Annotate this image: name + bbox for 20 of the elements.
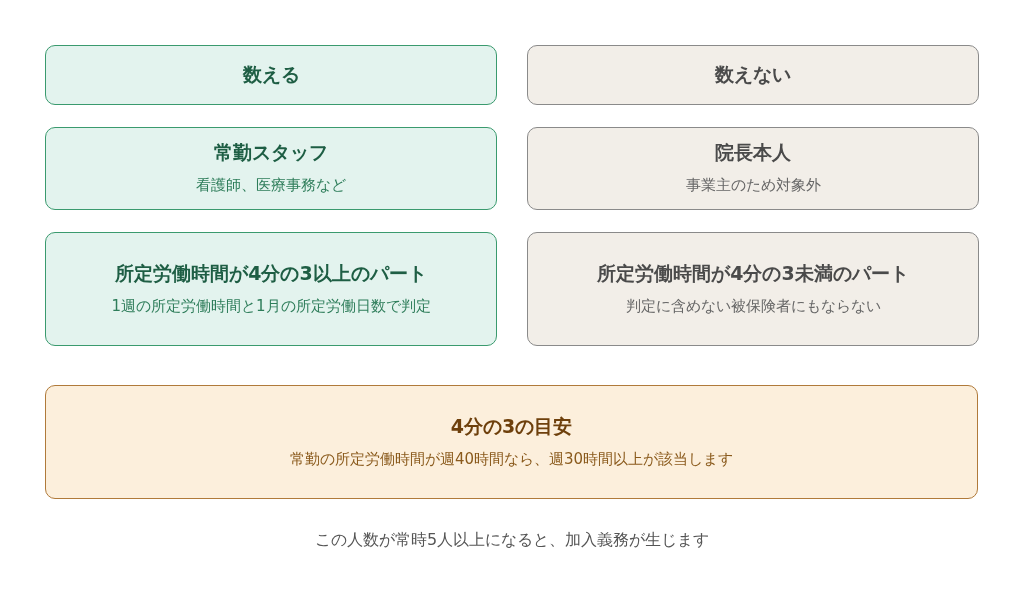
card-description: 事業主のため対象外 [684, 175, 822, 197]
category-card [527, 232, 979, 346]
card-description: 看護師、医療事務など [195, 175, 347, 197]
note-panel [45, 385, 978, 499]
card-heading: 常勤スタッフ [214, 140, 328, 166]
card-description: 判定に含めない被保険者にもならない [624, 295, 882, 317]
category-card [45, 127, 497, 210]
card-heading: 4分の3の目安 [450, 413, 573, 439]
category-header [45, 45, 497, 105]
card-heading: 所定労働時間が4分の3未満のパート [597, 260, 909, 286]
category-header [527, 45, 979, 105]
card-heading: 所定労働時間が4分の3以上のパート [115, 260, 427, 286]
card-heading: 院長本人 [715, 140, 791, 166]
card-heading: 数える [242, 62, 300, 87]
caption: この人数が常時5人以上になると、加入義務が生じます [313, 530, 711, 551]
card-description: 常勤の所定労働時間が週40時間なら、週30時間以上が該当します [288, 448, 735, 470]
category-card [527, 127, 979, 210]
card-description: 1週の所定労働時間と1月の所定労働日数で判定 [110, 295, 432, 317]
category-card [45, 232, 497, 346]
card-heading: 数えない [715, 62, 791, 87]
